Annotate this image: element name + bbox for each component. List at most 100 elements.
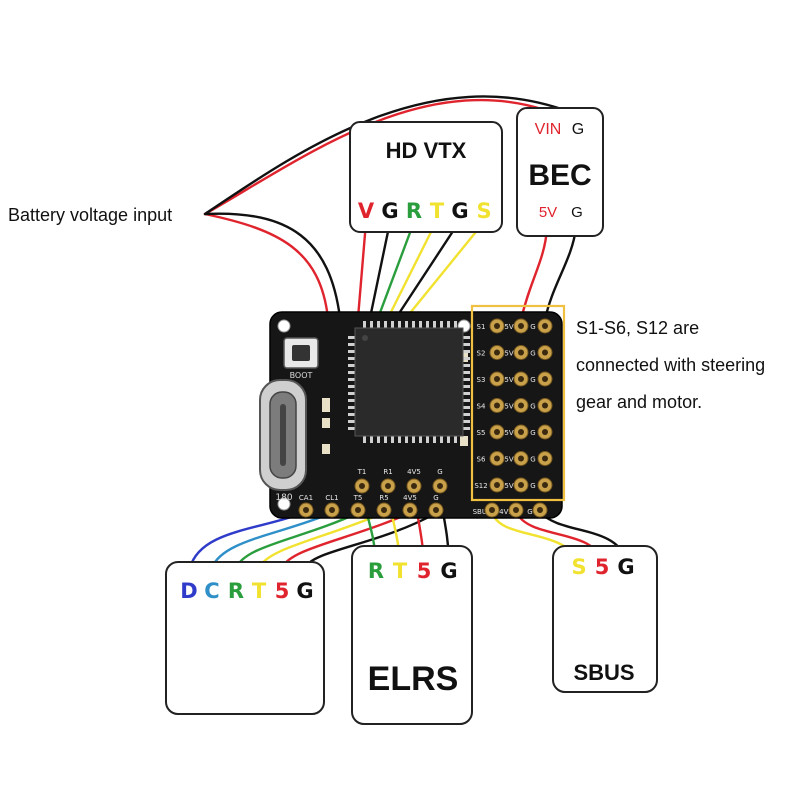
dji-box: D C R T 5 G [165, 561, 325, 715]
upper-pad-label: G [437, 468, 442, 476]
servo-header-highlight [470, 304, 566, 502]
bottom-pad-label: CA1 [299, 494, 313, 502]
servo-note-line1: S1-S6, S12 are [576, 318, 699, 338]
wire-vtx-r [376, 220, 416, 320]
servo-pad-hole [494, 376, 500, 382]
servo-col-label: G [530, 350, 535, 358]
mcu-pin [463, 336, 470, 339]
boot-label: BOOT [290, 371, 313, 380]
upper-pad-label: 4V5 [407, 468, 421, 476]
servo-row-label: S6 [477, 456, 486, 464]
mcu-pin [348, 357, 355, 360]
servo-pad-hole [494, 482, 500, 488]
bottom-pad-hole [355, 507, 361, 513]
hd-vtx-pin-v: V [358, 199, 375, 223]
mount-hole [277, 319, 291, 333]
mcu-pin [405, 321, 408, 328]
mcu-pin [391, 436, 394, 443]
servo-pad-hole [518, 323, 524, 329]
mcu-pin [454, 321, 457, 328]
sbus-pad-label: 4V5 [499, 508, 513, 516]
servo-col-label: G [530, 403, 535, 411]
hd-vtx-title: HD VTX [386, 138, 467, 163]
mcu-pin [463, 406, 470, 409]
component [460, 436, 468, 446]
servo-pad-hole [518, 455, 524, 462]
mcu-pin [426, 321, 429, 328]
bottom-pad-label: G [433, 494, 438, 502]
servo-pad-hole [494, 429, 500, 435]
servo-pad-hole [542, 429, 548, 435]
sbus-pad-hole [537, 507, 543, 513]
servo-pad-hole [494, 323, 500, 329]
servo-pad-hole [542, 323, 548, 329]
component [322, 444, 330, 454]
mcu-pin [426, 436, 429, 443]
dji-pin-c: C [204, 579, 219, 603]
servo-pad-hole [542, 349, 548, 356]
sbus-pad-label: G [527, 508, 532, 516]
mcu-pin [463, 357, 470, 360]
bec-pin-vin: VIN [535, 121, 562, 138]
mcu-pin [370, 321, 373, 328]
boot-button-cap [292, 345, 310, 361]
usb-label: 180 [275, 493, 292, 503]
mcu-pin [433, 321, 436, 328]
servo-col-label: G [530, 456, 535, 464]
hd-vtx-outline [349, 121, 503, 233]
wire-dji-r [234, 510, 362, 570]
sbus-box: S 5 G SBUS [552, 545, 658, 693]
mcu-pin [348, 413, 355, 416]
servo-pad-hole [494, 455, 500, 462]
mcu-pin [447, 436, 450, 443]
mcu-pin [363, 321, 366, 328]
hd-vtx-box: HD VTX V G R T G S [349, 121, 503, 233]
mcu-pin [363, 436, 366, 443]
hd-vtx-pin-t: T [430, 199, 445, 223]
servo-col-label: 5V [504, 482, 513, 490]
mcu-pin [348, 343, 355, 346]
mcu-pin [447, 321, 450, 328]
mcu-pin [412, 436, 415, 443]
mcu-pin [348, 427, 355, 430]
sbus-pad-label: SBUS [473, 508, 492, 516]
hd-vtx-pin-s: S [476, 199, 491, 223]
bottom-pad-label: T5 [353, 494, 363, 502]
mcu-pin [463, 420, 470, 423]
mcu-pin [370, 436, 373, 443]
mcu-pin [391, 321, 394, 328]
bottom-pad-label: 4V5 [403, 494, 417, 502]
sbus-pin-s: S [571, 555, 586, 579]
servo-note-line3: gear and motor. [576, 392, 702, 412]
dji-pin-r: R [228, 579, 244, 603]
servo-note-line2: connected with steering [576, 355, 765, 375]
bec-outline [516, 107, 604, 237]
bottom-pad-hole [407, 507, 413, 513]
elrs-pin-g: G [440, 559, 457, 583]
elrs-title: ELRS [368, 660, 459, 698]
servo-row-label: S5 [477, 429, 486, 437]
wire-vtx-g2 [394, 220, 461, 320]
wire-bec-5v [519, 226, 549, 322]
upper-pad-hole [385, 483, 391, 489]
mcu-pin [463, 399, 470, 402]
servo-col-label: G [530, 482, 535, 490]
servo-row-label: S1 [477, 323, 486, 331]
wire-vtx-g1 [368, 220, 392, 320]
mcu-pin [348, 336, 355, 339]
sbus-pad-row: SBUS 4V5 G [473, 502, 548, 518]
servo-col-label: 5V [504, 429, 513, 437]
servo-col-label: 5V [504, 350, 513, 358]
bottom-pad-hole [381, 507, 387, 513]
servo-col-label: G [530, 429, 535, 437]
mcu-pin [419, 321, 422, 328]
mcu-pin [463, 371, 470, 374]
servo-pad-hole [494, 349, 500, 356]
bec-pin-5v: 5V [539, 204, 557, 221]
mcu-pin [348, 406, 355, 409]
servo-col-label: 5V [504, 376, 513, 384]
mcu-pin [412, 321, 415, 328]
wire-bec-g [543, 226, 578, 322]
